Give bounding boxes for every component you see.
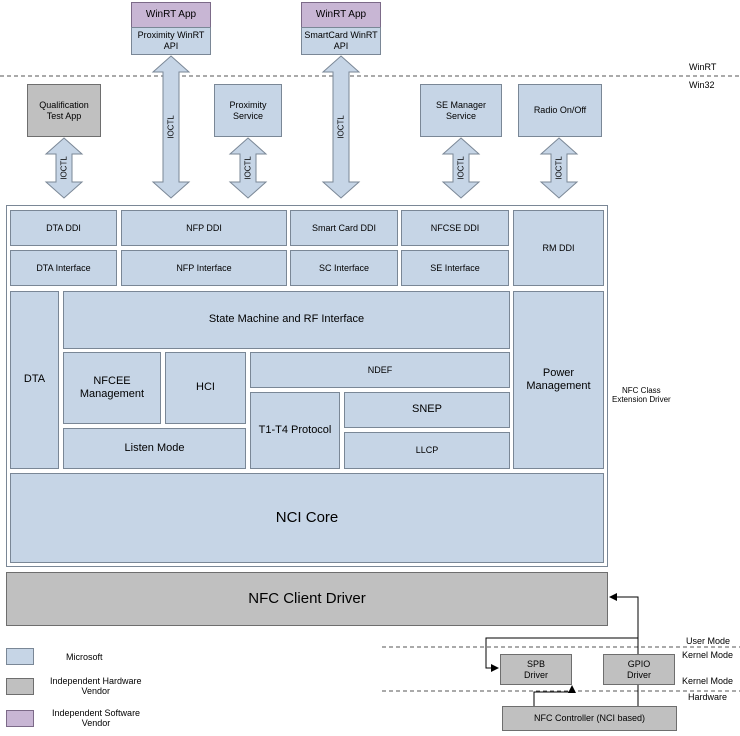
smartcard-winrt-api: SmartCard WinRT API (301, 27, 381, 55)
user-mode-label: User Mode (686, 636, 731, 646)
proximity-winrt-api: Proximity WinRT API (131, 27, 211, 55)
se-interface: SE Interface (401, 250, 509, 286)
ioctl-arrow-proximity-service-label: IOCTL (244, 156, 253, 180)
ioctl-arrow-proximity-service (228, 137, 268, 199)
ioctl-arrow-radio-label: IOCTL (555, 156, 564, 180)
rm-ddi: RM DDI (513, 210, 604, 286)
legend-swatch-isv (6, 710, 34, 727)
radio-on-off: Radio On/Off (518, 84, 602, 137)
kernel-mode-label-2: Kernel Mode (682, 676, 734, 686)
t1-t4-protocol: T1-T4 Protocol (250, 392, 340, 469)
legend-label-microsoft: Microsoft (66, 652, 103, 662)
listen-mode: Listen Mode (63, 428, 246, 469)
dta-interface: DTA Interface (10, 250, 117, 286)
legend-swatch-ihv (6, 678, 34, 695)
winrt-app-proximity: WinRT App (131, 2, 211, 28)
nfc-controller: NFC Controller (NCI based) (502, 706, 677, 731)
sc-interface: SC Interface (290, 250, 398, 286)
nci-core: NCI Core (10, 473, 604, 563)
ioctl-arrow-proximity-api (151, 55, 191, 199)
nfc-class-extension-label: NFC Class Extension Driver (612, 386, 671, 404)
ioctl-arrow-se-manager (441, 137, 481, 199)
power-management: Power Management (513, 291, 604, 469)
proximity-service: Proximity Service (214, 84, 282, 137)
se-manager-service: SE Manager Service (420, 84, 502, 137)
kernel-mode-label-1: Kernel Mode (682, 650, 734, 660)
hci-block: HCI (165, 352, 246, 424)
nfp-ddi: NFP DDI (121, 210, 287, 246)
hardware-label: Hardware (688, 692, 728, 702)
wire-controller-to-spb (533, 685, 576, 706)
nfc-client-driver: NFC Client Driver (6, 572, 608, 626)
winrt-app-smartcard: WinRT App (301, 2, 381, 28)
nfcse-ddi: NFCSE DDI (401, 210, 509, 246)
spb-driver: SPB Driver (500, 654, 572, 685)
wire-controller-to-client (609, 593, 639, 706)
winrt-layer-label: WinRT (689, 62, 717, 72)
nfp-interface: NFP Interface (121, 250, 287, 286)
legend-label-ihv: Independent Hardware Vendor (50, 676, 142, 696)
legend-swatch-microsoft (6, 648, 34, 665)
nfcee-management: NFCEE Management (63, 352, 161, 424)
smart-card-ddi: Smart Card DDI (290, 210, 398, 246)
ioctl-arrow-radio (539, 137, 579, 199)
ndef-block: NDEF (250, 352, 510, 388)
snep-block: SNEP (344, 392, 510, 428)
ioctl-arrow-proximity-api-label: IOCTL (167, 115, 176, 139)
ioctl-arrows: IOCTL IOCTL IOCTL IOCTL IOCTL IOCTL (44, 55, 579, 199)
gpio-driver: GPIO Driver (603, 654, 675, 685)
wire-to-spb-left (485, 637, 638, 672)
dta-ddi: DTA DDI (10, 210, 117, 246)
state-machine-rf-interface: State Machine and RF Interface (63, 291, 510, 349)
ioctl-arrow-qualification-label: IOCTL (60, 156, 69, 180)
ioctl-arrow-qualification (44, 137, 84, 199)
legend-label-isv: Independent Software Vendor (52, 708, 141, 728)
win32-layer-label: Win32 (689, 80, 715, 90)
llcp-block: LLCP (344, 432, 510, 469)
dta-block: DTA (10, 291, 59, 469)
ioctl-arrow-smartcard-api-label: IOCTL (337, 115, 346, 139)
ioctl-arrow-smartcard-api (321, 55, 361, 199)
ioctl-arrow-se-manager-label: IOCTL (457, 156, 466, 180)
qualification-test-app: Qualification Test App (27, 84, 101, 137)
